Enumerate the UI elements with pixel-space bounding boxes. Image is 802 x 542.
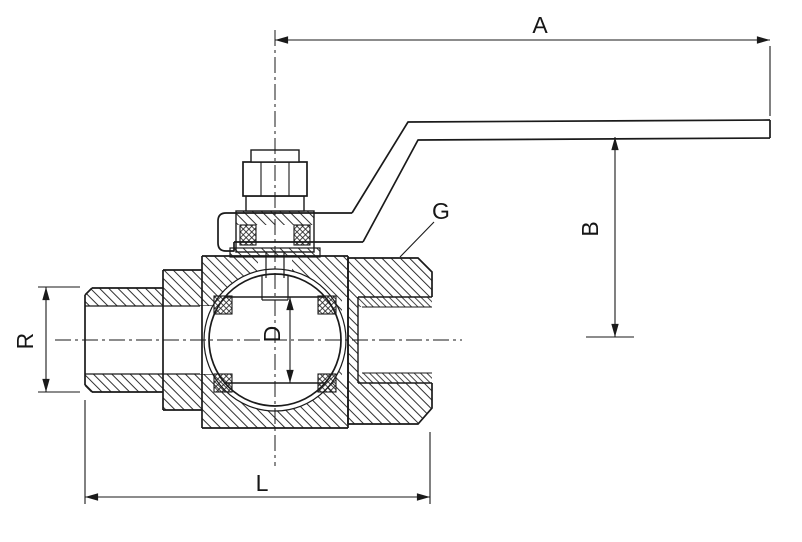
dim-label-d: D <box>259 326 285 343</box>
packing-ring <box>239 224 257 246</box>
dim-label-a: A <box>532 12 548 38</box>
ball-seats <box>213 295 337 393</box>
handle-lever <box>217 119 771 252</box>
dim-label-l: L <box>256 470 269 496</box>
dimension-a <box>275 36 771 116</box>
ball-seat <box>213 373 233 393</box>
ball-seat <box>213 295 233 315</box>
dimension-labels: A B G D R L <box>12 12 603 496</box>
female-thread-end <box>347 257 433 425</box>
dimensions <box>38 36 771 504</box>
label-g-leader <box>399 221 435 258</box>
dim-label-g: G <box>432 198 450 224</box>
ball-seat <box>317 373 337 393</box>
packing-ring <box>293 224 311 246</box>
male-thread-end <box>84 287 214 393</box>
centerlines <box>55 30 462 466</box>
ball-seat <box>317 295 337 315</box>
stem-shaft <box>265 252 285 278</box>
dim-label-r: R <box>12 333 38 350</box>
dimension-l <box>84 400 431 504</box>
dimension-r <box>38 286 80 393</box>
dimension-b <box>586 137 634 338</box>
dim-label-b: B <box>577 221 603 236</box>
